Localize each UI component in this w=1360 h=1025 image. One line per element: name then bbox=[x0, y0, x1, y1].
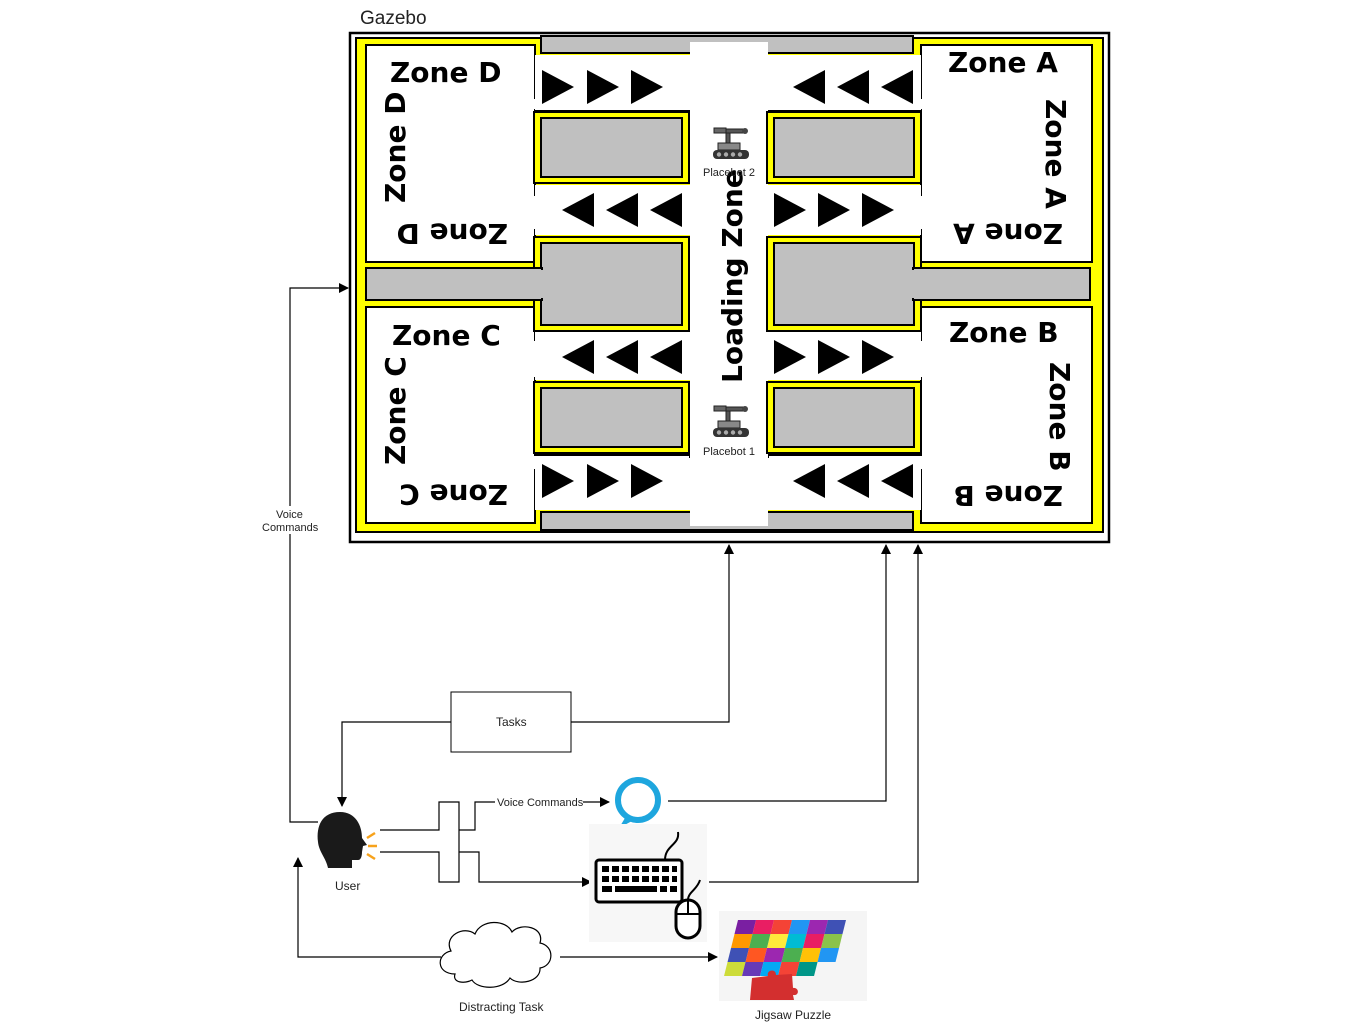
distracting-task-cloud bbox=[439, 921, 552, 988]
voice-commands-left-bg bbox=[258, 506, 322, 534]
bar-mid-left-fill bbox=[535, 270, 545, 298]
arrows-upper-mid-left bbox=[562, 193, 682, 227]
corridor-lower-mid bbox=[535, 332, 921, 380]
jigsaw-puzzle-label: Jigsaw Puzzle bbox=[755, 1008, 831, 1022]
bar-mid-right bbox=[912, 267, 1091, 301]
user-speaking-icon bbox=[317, 812, 377, 868]
zone-a-label-top: Zone A bbox=[948, 46, 1058, 79]
shelf-bottom-right bbox=[773, 387, 915, 448]
arrows-top-left-right bbox=[542, 70, 663, 104]
edge-user-splitter bbox=[380, 801, 460, 883]
gazebo-title: Gazebo bbox=[360, 8, 427, 29]
voice-commands-bg bbox=[495, 795, 583, 809]
bar-mid-right-fill bbox=[910, 270, 918, 298]
shelf-top-right bbox=[773, 117, 915, 178]
edge-user-to-gazebo bbox=[289, 283, 349, 823]
zone-a-label-bottom: Zone A bbox=[953, 217, 1063, 250]
zone-b-label-top: Zone B bbox=[949, 316, 1059, 349]
loading-corridor bbox=[690, 42, 768, 526]
placebot-1-label: Placebot 1 bbox=[703, 446, 755, 458]
voice-commands-left-label-1: Voice bbox=[276, 509, 303, 521]
zone-c-label-side: Zone C bbox=[379, 356, 412, 465]
corridor-upper-mid bbox=[535, 185, 921, 235]
placebot-2-label: Placebot 2 bbox=[703, 167, 755, 179]
tasks-box[interactable] bbox=[450, 691, 572, 753]
zone-d-label-side: Zone D bbox=[379, 92, 412, 203]
robot-icon-placebot-1 bbox=[713, 405, 749, 437]
voice-commands-label: Voice Commands bbox=[497, 797, 584, 809]
zone-b-label-side: Zone B bbox=[1043, 362, 1076, 472]
shelf-mid-right bbox=[773, 242, 915, 326]
arrows-lower-mid-left bbox=[562, 340, 682, 374]
shelf-bottom-left bbox=[540, 387, 683, 448]
edge-tasks-to-user bbox=[337, 721, 451, 807]
jigsaw-red-piece bbox=[750, 970, 798, 1000]
edge-user-distracting bbox=[293, 857, 441, 958]
bar-mid-left bbox=[365, 267, 543, 301]
user-label: User bbox=[335, 879, 360, 893]
distracting-task-label: Distracting Task bbox=[459, 1000, 544, 1014]
keyboard-icon bbox=[594, 831, 684, 904]
edge-to-keyboard bbox=[459, 851, 592, 887]
mouse-icon bbox=[674, 879, 702, 940]
shelf-top-left bbox=[540, 117, 683, 178]
zone-a-label-side: Zone A bbox=[1039, 99, 1072, 209]
zone-d-label-bottom: Zone D bbox=[397, 217, 508, 250]
loading-zone-label: Loading Zone bbox=[716, 169, 749, 383]
arrows-bottom-right-left bbox=[793, 464, 913, 498]
zone-d-label-top: Zone D bbox=[390, 56, 501, 89]
robot-icon-placebot-2 bbox=[713, 127, 749, 159]
shelf-mid-left bbox=[540, 242, 683, 326]
zone-c-label-top: Zone C bbox=[392, 319, 501, 352]
edge-keyboard-to-gazebo bbox=[709, 544, 923, 883]
voice-commands-left-label-2: Commands bbox=[262, 522, 319, 534]
alexa-icon bbox=[615, 777, 661, 828]
jigsaw-puzzle-icon bbox=[724, 920, 847, 976]
arrows-upper-mid-right bbox=[774, 193, 894, 227]
arrows-lower-mid-right bbox=[774, 340, 894, 374]
edge-gazebo-to-tasks bbox=[571, 544, 734, 723]
arrows-bottom-left-right bbox=[542, 464, 663, 498]
arrows-top-right-left bbox=[793, 70, 913, 104]
tasks-label: Tasks bbox=[496, 715, 527, 729]
edge-alexa-to-gazebo bbox=[668, 544, 891, 802]
zone-c-label-bottom: Zone C bbox=[399, 478, 508, 511]
zone-b-label-bottom: Zone B bbox=[953, 479, 1063, 512]
